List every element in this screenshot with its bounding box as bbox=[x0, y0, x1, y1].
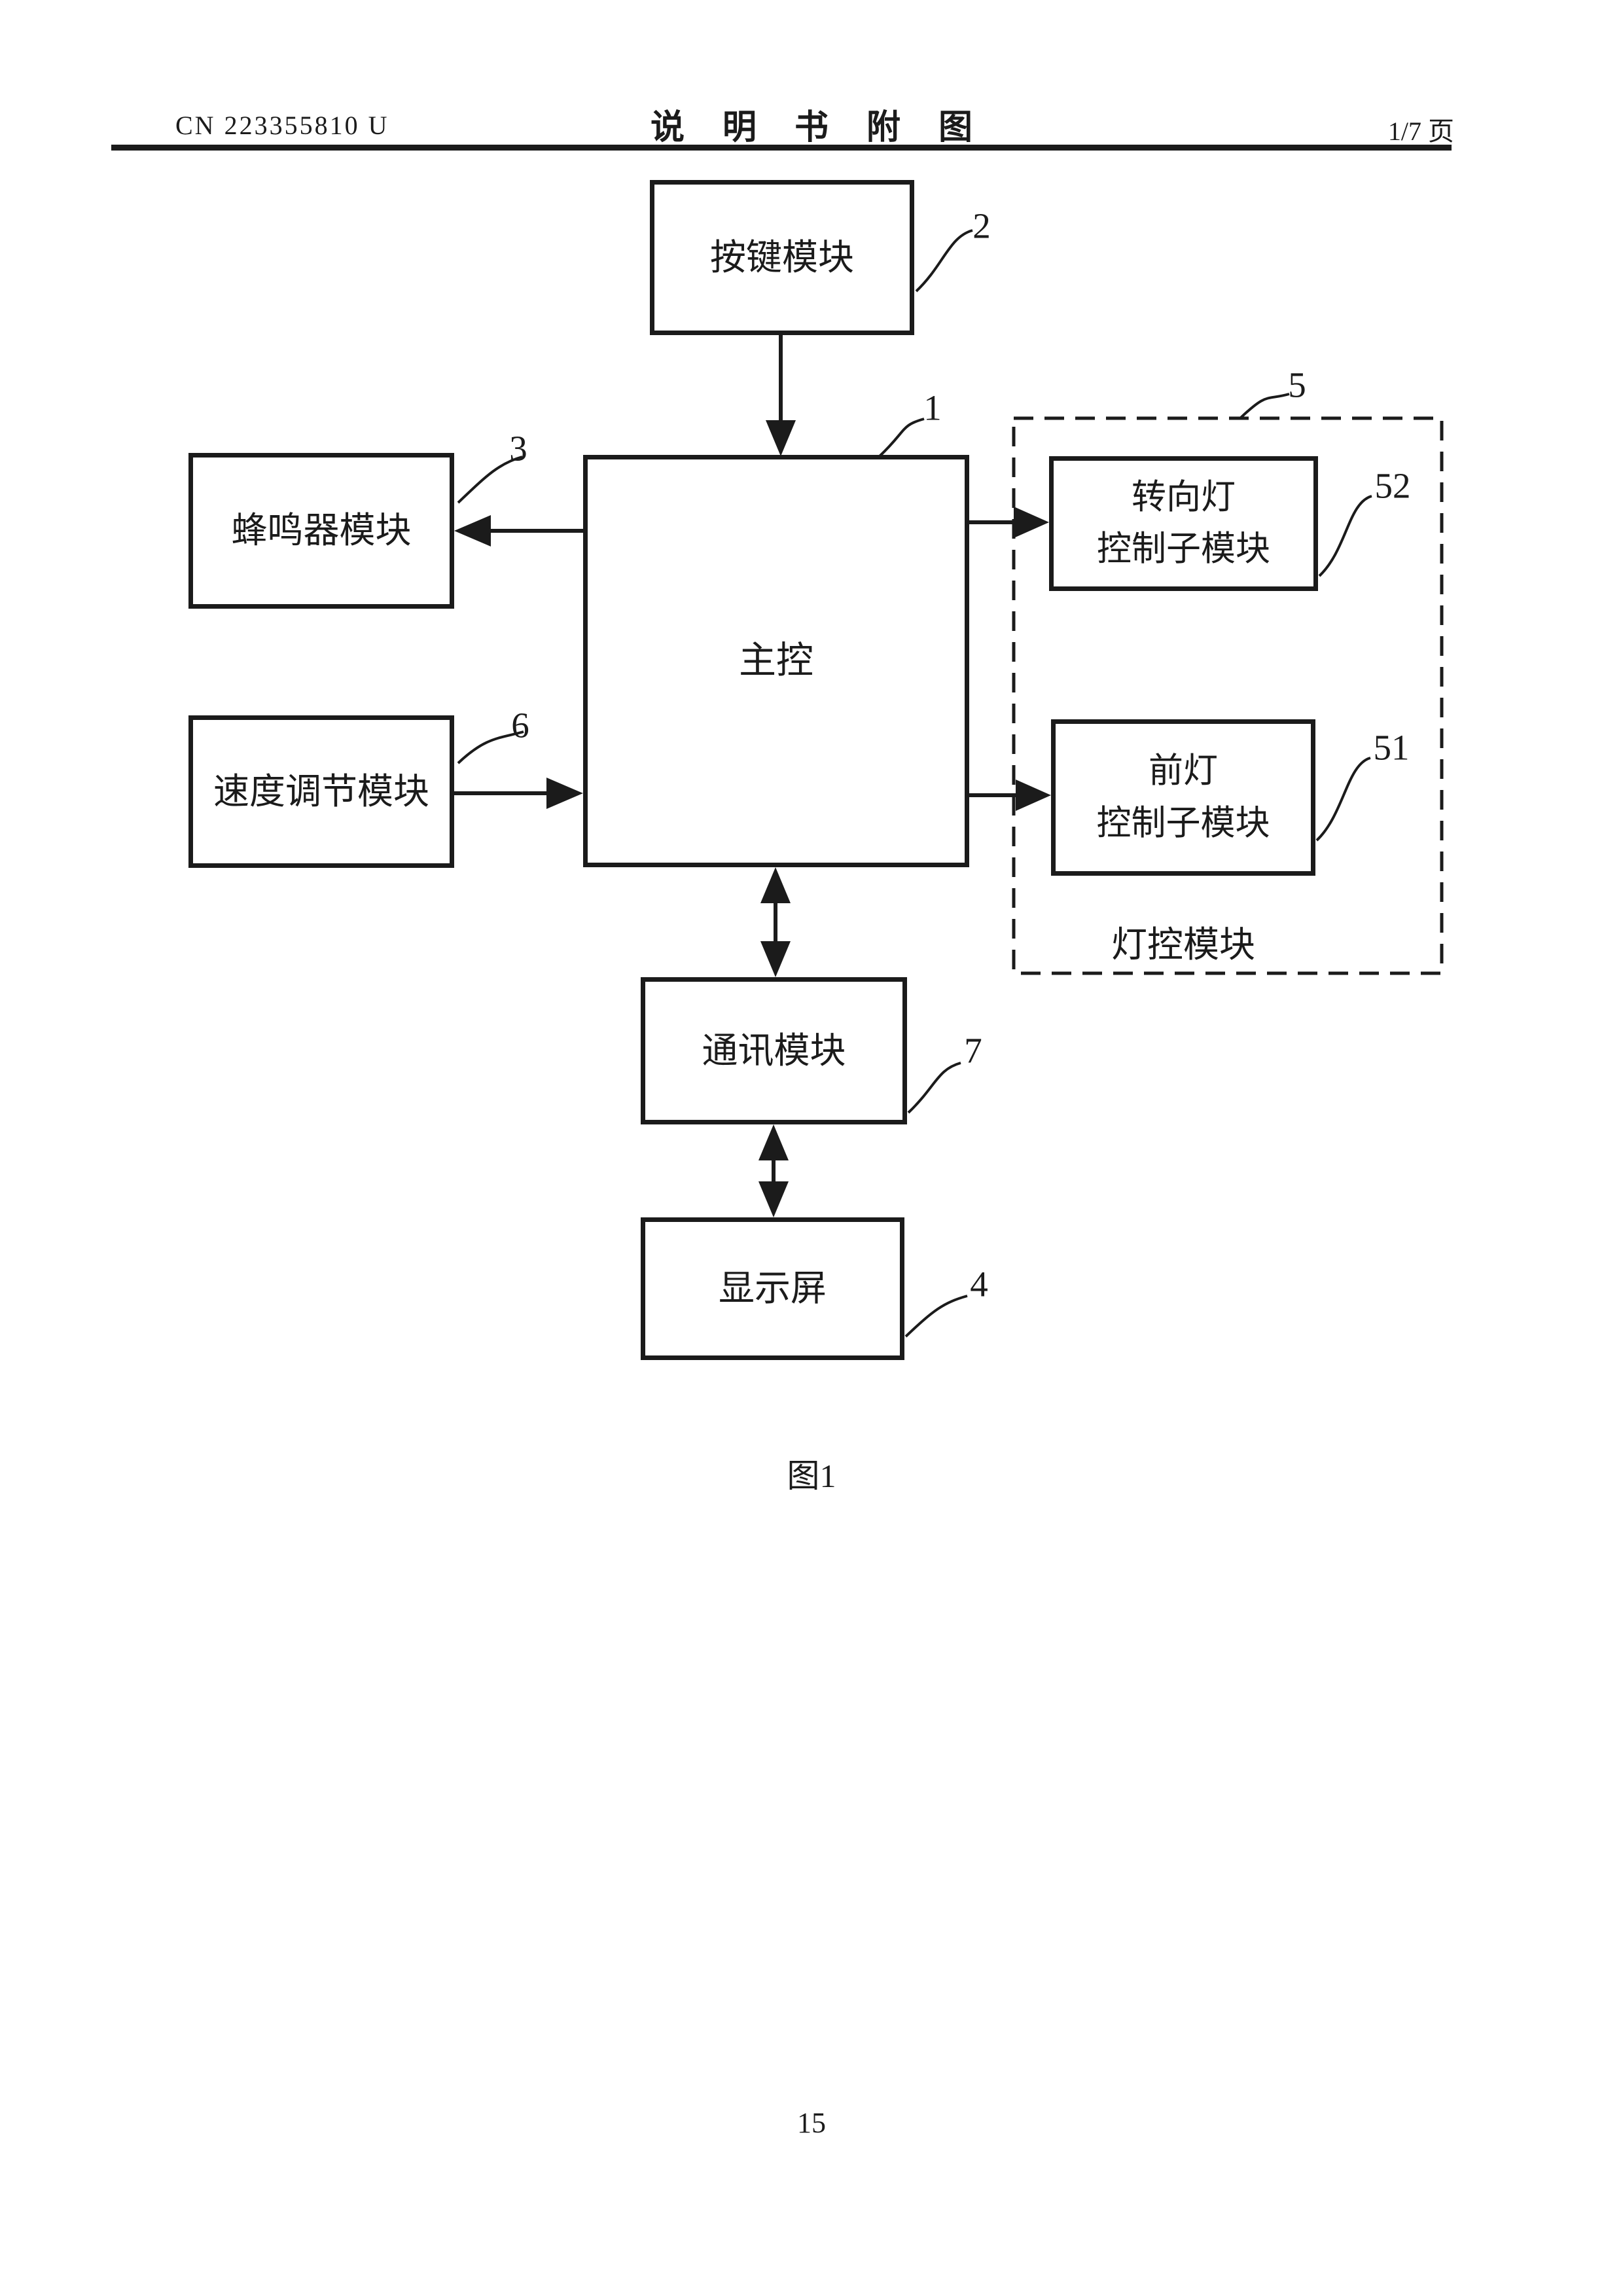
block-keypad-label: 按键模块 bbox=[709, 237, 854, 278]
arrowhead-into-main-left bbox=[546, 778, 583, 809]
block-buzzer-module: 蜂鸣器模块 bbox=[188, 453, 454, 609]
ref-numeral-display: 4 bbox=[970, 1264, 988, 1304]
ref-numeral-main: 1 bbox=[923, 387, 942, 428]
block-display-label: 显示屏 bbox=[718, 1268, 827, 1309]
ref-numeral-buzzer: 3 bbox=[509, 428, 527, 469]
leader-ref-4 bbox=[904, 1295, 968, 1338]
arrowhead-into-buzzer bbox=[454, 515, 491, 547]
arrowhead-into-display bbox=[758, 1181, 789, 1217]
ref-numeral-comm: 7 bbox=[964, 1030, 982, 1071]
block-turn-signal-label-line1: 转向灯 bbox=[1132, 478, 1236, 516]
block-headlight-submodule: 前灯 控制子模块 bbox=[1051, 719, 1315, 876]
block-speed-label: 速度调节模块 bbox=[213, 771, 429, 812]
block-speed-adjust-module: 速度调节模块 bbox=[188, 715, 454, 868]
arrowhead-into-turnlight bbox=[1014, 507, 1049, 538]
light-group-label: 灯控模块 bbox=[1111, 925, 1255, 965]
leader-ref-5 bbox=[1239, 393, 1290, 420]
block-buzzer-label: 蜂鸣器模块 bbox=[231, 511, 412, 551]
header-divider bbox=[111, 145, 1452, 151]
block-display-screen: 显示屏 bbox=[641, 1217, 904, 1360]
ref-numeral-headlight: 51 bbox=[1373, 727, 1410, 768]
block-headlight-label-line2: 控制子模块 bbox=[1096, 804, 1270, 842]
leader-ref-1 bbox=[878, 418, 925, 457]
leader-ref-52 bbox=[1318, 495, 1372, 577]
page-number: 15 bbox=[797, 2107, 826, 2139]
arrowhead-into-main-top bbox=[766, 420, 796, 456]
document-number: CN 223355810 U bbox=[175, 111, 389, 140]
block-main-controller: 主控 bbox=[583, 455, 969, 867]
block-communication-module: 通讯模块 bbox=[641, 977, 907, 1124]
leader-ref-2 bbox=[915, 229, 973, 293]
ref-numeral-keypad: 2 bbox=[972, 206, 991, 246]
page-title: 说明书附图 bbox=[650, 109, 1010, 147]
figure-caption: 图1 bbox=[787, 1458, 836, 1494]
leader-ref-7 bbox=[907, 1062, 961, 1114]
block-communication-label: 通讯模块 bbox=[702, 1030, 846, 1071]
ref-numeral-speed: 6 bbox=[511, 705, 529, 745]
block-turn-signal-label-line2: 控制子模块 bbox=[1097, 530, 1270, 568]
arrowhead-into-comm-bottom bbox=[758, 1124, 789, 1160]
ref-numeral-light-group: 5 bbox=[1288, 365, 1306, 405]
block-turn-signal-submodule: 转向灯 控制子模块 bbox=[1049, 456, 1318, 591]
arrowhead-into-comm-top bbox=[760, 941, 791, 977]
block-headlight-label-line1: 前灯 bbox=[1149, 752, 1218, 790]
arrowhead-into-headlight bbox=[1016, 780, 1051, 811]
leader-ref-51 bbox=[1315, 757, 1371, 842]
sheet-indicator: 1/7 页 bbox=[1387, 117, 1454, 146]
ref-numeral-turn-signal: 52 bbox=[1374, 465, 1411, 506]
arrowhead-into-main-bottom bbox=[760, 867, 791, 903]
block-main-label: 主控 bbox=[739, 639, 813, 681]
block-keypad-module: 按键模块 bbox=[650, 180, 914, 335]
